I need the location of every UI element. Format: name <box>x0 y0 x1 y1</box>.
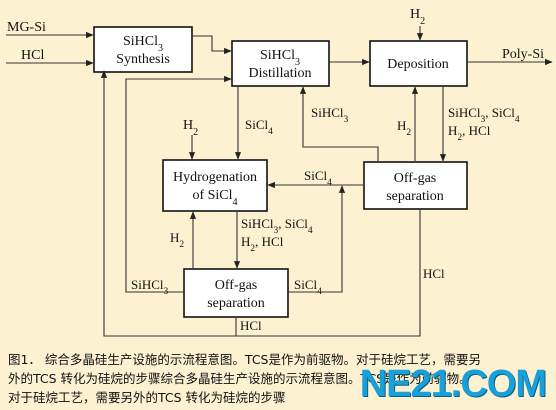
sicl4-to-hydrogenation-label: SiCl4 <box>304 168 332 188</box>
sihcl3-bottom-recycle-arrow <box>125 75 232 293</box>
deposition-exhaust-label-1: SiHCl3, SiCl4 <box>448 105 520 125</box>
deposition-label: Deposition <box>387 57 448 72</box>
offgas-bottom-label-2: separation <box>207 296 265 311</box>
h2-top-label: H2 <box>410 7 425 27</box>
distillation-label-2: Distillation <box>249 66 312 81</box>
process-flow-diagram: SiHCl3 Synthesis SiHCl3 Distillation Dep… <box>6 7 553 337</box>
sicl4-bottom-recycle-arrow <box>288 185 346 293</box>
hydrogenation-box <box>162 159 268 212</box>
site-watermark-logo: NE21.COM <box>359 363 547 405</box>
sihcl3-return-arrow <box>299 86 379 162</box>
h2-deposition-label: H2 <box>397 118 411 138</box>
figure-caption: 图1． 综合多晶硅生产设施的示流程意图。TCS是作为前驱物。对于硅烷工艺，需要另… <box>8 350 548 407</box>
synthesis-label: SiHCl3 <box>123 34 163 54</box>
hydrogenation-label-2: of SiCl4 <box>192 188 237 208</box>
distillation-label: SiHCl3 <box>260 48 300 68</box>
hcl-bottom-label: HCl <box>240 318 262 333</box>
caption-line: 对于硅烷工艺，需要另外的TCS 转化为硅烷的步骤 <box>8 390 286 405</box>
h2-left-label: H2 <box>170 230 184 250</box>
sihcl3-bottom-label: SiHCl3 <box>131 277 169 297</box>
distillation-box <box>231 40 330 87</box>
sicl4-distillation-label: SiCl4 <box>245 117 273 137</box>
synthesis-label-2: Synthesis <box>116 52 170 67</box>
mg-si-label: MG-Si <box>7 20 46 35</box>
synthesis-to-distillation-arrow <box>192 35 232 55</box>
hydrogenation-out-label-2: H2, HCl <box>241 234 284 254</box>
deposition-box <box>369 40 468 87</box>
offgas-right-box <box>363 161 468 210</box>
offgas-right-label: Off-gas <box>394 171 437 186</box>
hcl-recycle-arrow <box>100 70 421 337</box>
hydrogenation-out-label-1: SiHCl3, SiCl4 <box>241 216 313 236</box>
synthesis-box <box>93 26 193 73</box>
h2-hydrogenation-label: H2 <box>183 118 198 138</box>
caption-line: 图1． 综合多晶硅生产设施的示流程意图。TCS是作为前驱物。对于硅烷工艺，需要另 <box>8 352 481 367</box>
offgas-right-label-2: separation <box>386 189 444 204</box>
poly-si-label: Poly-Si <box>502 47 544 62</box>
hydrogenation-label: Hydrogenation <box>173 170 257 185</box>
hcl-right-label: HCl <box>423 266 445 281</box>
hcl-input-label: HCl <box>21 48 44 63</box>
deposition-exhaust-label-2: H2, HCl <box>448 123 491 143</box>
sihcl3-return-label: SiHCl3 <box>311 105 349 125</box>
sicl4-bottom-label: SiCl4 <box>294 277 322 297</box>
offgas-bottom-label: Off-gas <box>215 278 258 293</box>
caption-line: 外的TCS 转化为硅烷的步骤综合多晶硅生产设施的示流程意图。TCS是作为前驱物。 <box>8 371 472 386</box>
